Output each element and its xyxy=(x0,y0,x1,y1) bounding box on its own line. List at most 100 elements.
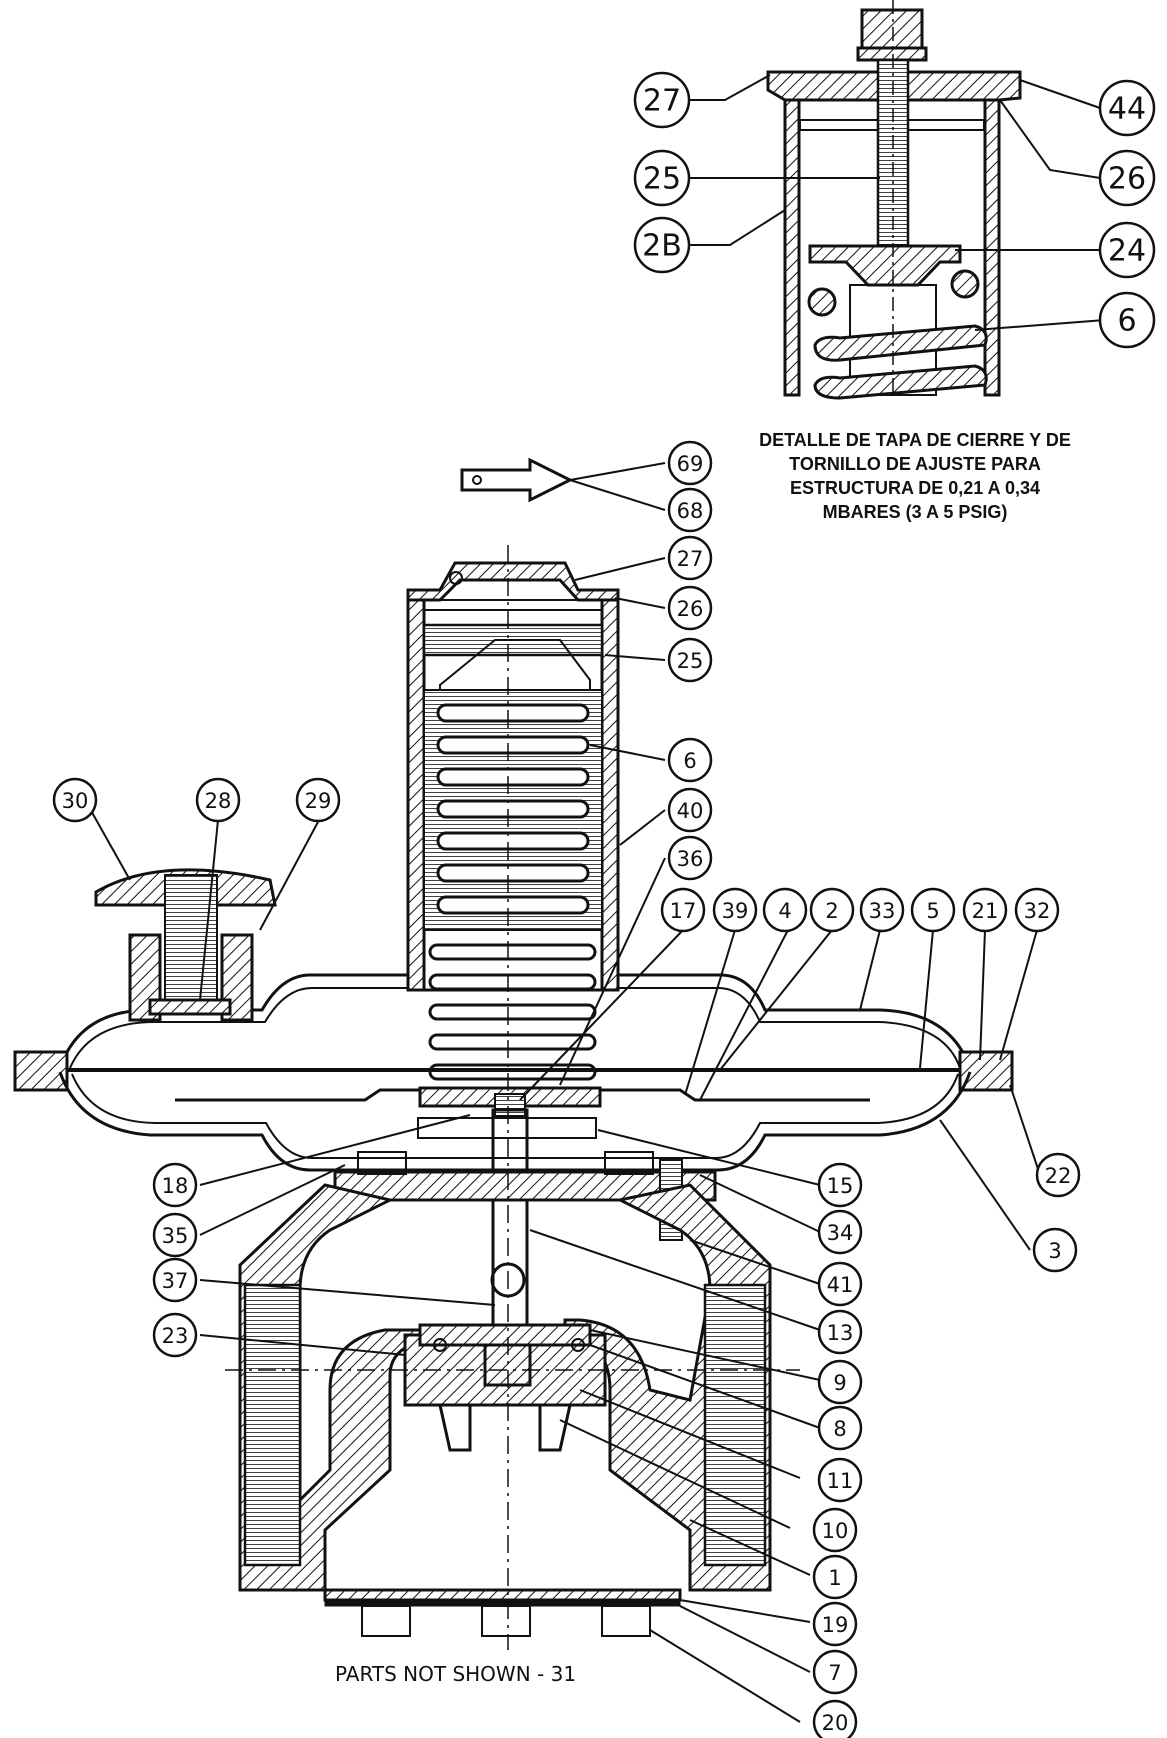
leader-36 xyxy=(559,857,666,1086)
svg-text:68: 68 xyxy=(677,499,704,523)
leader-detail-6 xyxy=(974,319,1106,331)
relief-valve-stem xyxy=(164,874,218,1011)
leader-15 xyxy=(597,1129,821,1186)
callout-11: 11 xyxy=(817,1457,863,1503)
bottom-bolt-center xyxy=(481,1605,531,1637)
callout-33: 33 xyxy=(859,887,905,933)
callout-7: 7 xyxy=(812,1649,858,1695)
detail-case-left-wall xyxy=(783,93,801,397)
detail-nut-washer xyxy=(856,46,928,62)
leader-detail-2b xyxy=(685,209,786,246)
lower-case-inner xyxy=(71,1073,959,1159)
detail-spring-coil xyxy=(950,269,980,299)
leader-26 xyxy=(614,597,666,609)
callout-69: 69 xyxy=(667,440,713,486)
detail-caption: DETALLE DE TAPA DE CIERRE Y DE TORNILLO … xyxy=(730,428,1100,524)
svg-text:33: 33 xyxy=(869,899,896,923)
callout-detail-27: 27 xyxy=(633,71,691,129)
bottom-bolt-left xyxy=(361,1605,411,1637)
callout-17: 17 xyxy=(660,887,706,933)
orifice-o-ring-right xyxy=(571,1338,585,1352)
spring-case-right-wall xyxy=(600,588,620,992)
svg-text:11: 11 xyxy=(827,1469,854,1493)
svg-text:19: 19 xyxy=(822,1613,849,1637)
callout-detail-2b: 2B xyxy=(633,216,691,274)
svg-text:6: 6 xyxy=(683,749,696,773)
detail-caption-line: TORNILLO DE AJUSTE PARA xyxy=(789,454,1041,474)
svg-text:6: 6 xyxy=(1117,304,1136,339)
callout-28: 28 xyxy=(195,777,241,823)
callout-68: 68 xyxy=(667,487,713,533)
detail-spring-coil xyxy=(807,287,837,317)
upper-diaphragm-case xyxy=(58,973,972,1069)
leader-40 xyxy=(619,809,666,846)
leader-13 xyxy=(529,1229,821,1331)
svg-text:9: 9 xyxy=(833,1371,846,1395)
callout-39: 39 xyxy=(712,887,758,933)
leader-4 xyxy=(699,929,789,1101)
detail-case-right-wall xyxy=(983,93,1001,397)
callout-32: 32 xyxy=(1014,887,1060,933)
leader-5 xyxy=(919,929,934,1069)
leader-detail-44 xyxy=(1019,79,1101,109)
svg-text:36: 36 xyxy=(677,847,704,871)
detail-caption-line: MBARES (3 A 5 PSIG) xyxy=(822,502,1008,522)
callout-21: 21 xyxy=(962,887,1008,933)
vent-arrow-hole xyxy=(472,475,482,485)
callout-detail-44: 44 xyxy=(1098,79,1156,137)
svg-text:26: 26 xyxy=(1108,162,1146,197)
leader-2 xyxy=(719,929,833,1071)
callout-detail-25: 25 xyxy=(633,149,691,207)
svg-text:37: 37 xyxy=(162,1269,189,1293)
svg-text:2B: 2B xyxy=(642,229,682,264)
leader-33 xyxy=(859,929,881,1011)
svg-text:18: 18 xyxy=(162,1174,189,1198)
regulator-main-assembly xyxy=(13,457,1014,1650)
leader-7 xyxy=(679,1605,811,1673)
leader-21 xyxy=(979,929,986,1061)
leader-17 xyxy=(519,929,684,1101)
leader-35 xyxy=(199,1164,346,1236)
relief-valve-seat xyxy=(148,998,232,1016)
leader-34 xyxy=(699,1174,821,1233)
callout-26: 26 xyxy=(667,585,713,631)
svg-text:32: 32 xyxy=(1024,899,1051,923)
svg-text:22: 22 xyxy=(1045,1164,1072,1188)
svg-text:29: 29 xyxy=(305,789,332,813)
leader-29 xyxy=(259,821,319,931)
svg-text:40: 40 xyxy=(677,799,704,823)
parts-not-shown-note: PARTS NOT SHOWN - 31 xyxy=(335,1662,577,1686)
leader-28 xyxy=(199,819,219,1001)
flange-bolt-left xyxy=(13,1050,69,1092)
callout-detail-24: 24 xyxy=(1098,221,1156,279)
leader-27 xyxy=(574,557,666,581)
bottom-plate xyxy=(323,1588,682,1602)
svg-text:13: 13 xyxy=(827,1321,854,1345)
callout-25: 25 xyxy=(667,637,713,683)
body-bolt-right xyxy=(604,1151,654,1175)
outlet-thread xyxy=(703,1283,767,1567)
svg-text:15: 15 xyxy=(827,1174,854,1198)
callout-13: 13 xyxy=(817,1309,863,1355)
svg-text:4: 4 xyxy=(778,899,791,923)
disc-guide xyxy=(438,1403,572,1452)
control-spring xyxy=(428,703,597,1081)
svg-text:69: 69 xyxy=(677,452,704,476)
inlet-thread xyxy=(243,1283,302,1567)
leader-19 xyxy=(679,1599,811,1623)
main-callouts: 69 68 27 26 25 6 40 36 30 28 29 17 39 4 … xyxy=(52,440,1081,1738)
bottom-bolt-right xyxy=(601,1605,651,1637)
callout-detail-6: 6 xyxy=(1098,291,1156,349)
callout-30: 30 xyxy=(52,777,98,823)
leader-10 xyxy=(559,1419,791,1529)
detail-spring-wire xyxy=(813,324,988,362)
callout-41: 41 xyxy=(817,1261,863,1307)
leader-detail-26 xyxy=(999,99,1101,179)
spring-case-left-wall xyxy=(406,588,426,992)
detail-spring-wire xyxy=(813,364,988,400)
adjusting-screw-detail xyxy=(766,0,1022,400)
svg-text:24: 24 xyxy=(1108,234,1146,269)
leader-20 xyxy=(649,1629,801,1723)
leader-68 xyxy=(569,479,666,511)
